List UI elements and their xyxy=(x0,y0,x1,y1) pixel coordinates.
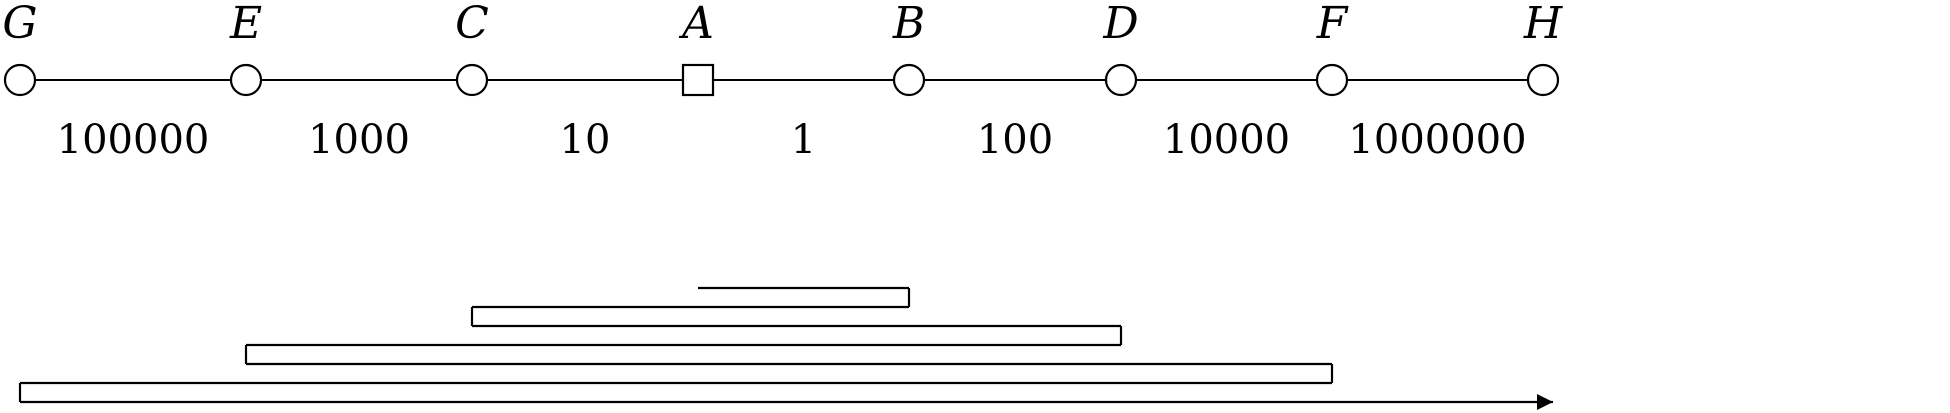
node-h xyxy=(1526,63,1560,97)
edge-weight-label: 1 xyxy=(791,117,816,163)
node-f xyxy=(1315,63,1349,97)
node-label-h: H xyxy=(1523,0,1564,49)
edge-weight-label: 100000 xyxy=(57,117,210,163)
node-c xyxy=(455,63,489,97)
node-label-g: G xyxy=(2,0,37,49)
node-d xyxy=(1104,63,1138,97)
edge-weight-label: 1000 xyxy=(308,117,410,163)
edge-weight-label: 10000 xyxy=(1163,117,1290,163)
node-label-e: E xyxy=(229,0,262,49)
node-label-f: F xyxy=(1316,0,1349,49)
node-g xyxy=(3,63,37,97)
node-label-b: B xyxy=(892,0,925,49)
node-label-a: A xyxy=(678,0,714,49)
walk-layer xyxy=(18,286,1553,410)
node-a-start xyxy=(681,63,715,97)
edges-layer: 100000 1000 10 1 100 10000 1000000 xyxy=(20,79,1543,163)
node-b xyxy=(892,63,926,97)
node-e xyxy=(229,63,263,97)
edge-weight-label: 100 xyxy=(977,117,1053,163)
node-label-c: C xyxy=(455,0,489,49)
node-label-d: D xyxy=(1102,0,1138,49)
edge-weight-label: 1000000 xyxy=(1348,117,1526,163)
edge-weight-label: 10 xyxy=(560,117,611,163)
